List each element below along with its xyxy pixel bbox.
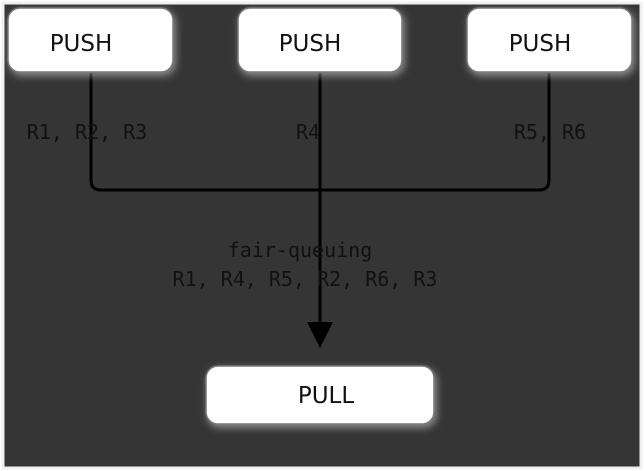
push-node-right-label: PUSH xyxy=(509,31,572,57)
push-node-left: PUSH xyxy=(7,7,174,73)
push-node-right: PUSH xyxy=(466,7,633,73)
messages-right: R5, R6 xyxy=(514,120,586,144)
messages-left: R1, R2, R3 xyxy=(27,120,147,144)
pull-node: PULL xyxy=(205,365,435,425)
messages-center: R4 xyxy=(296,120,320,144)
fair-queuing-label: fair-queuing xyxy=(228,238,373,262)
merge-path-right xyxy=(318,68,551,192)
merge-path-left xyxy=(89,68,322,192)
pull-node-label: PULL xyxy=(298,383,355,409)
push-node-left-label: PUSH xyxy=(50,31,113,57)
push-node-center-label: PUSH xyxy=(279,31,342,57)
connector-lines xyxy=(89,68,551,326)
arrow-head-icon xyxy=(307,322,333,348)
fair-queuing-order: R1, R4, R5, R2, R6, R3 xyxy=(173,267,438,291)
push-node-center: PUSH xyxy=(237,7,403,73)
